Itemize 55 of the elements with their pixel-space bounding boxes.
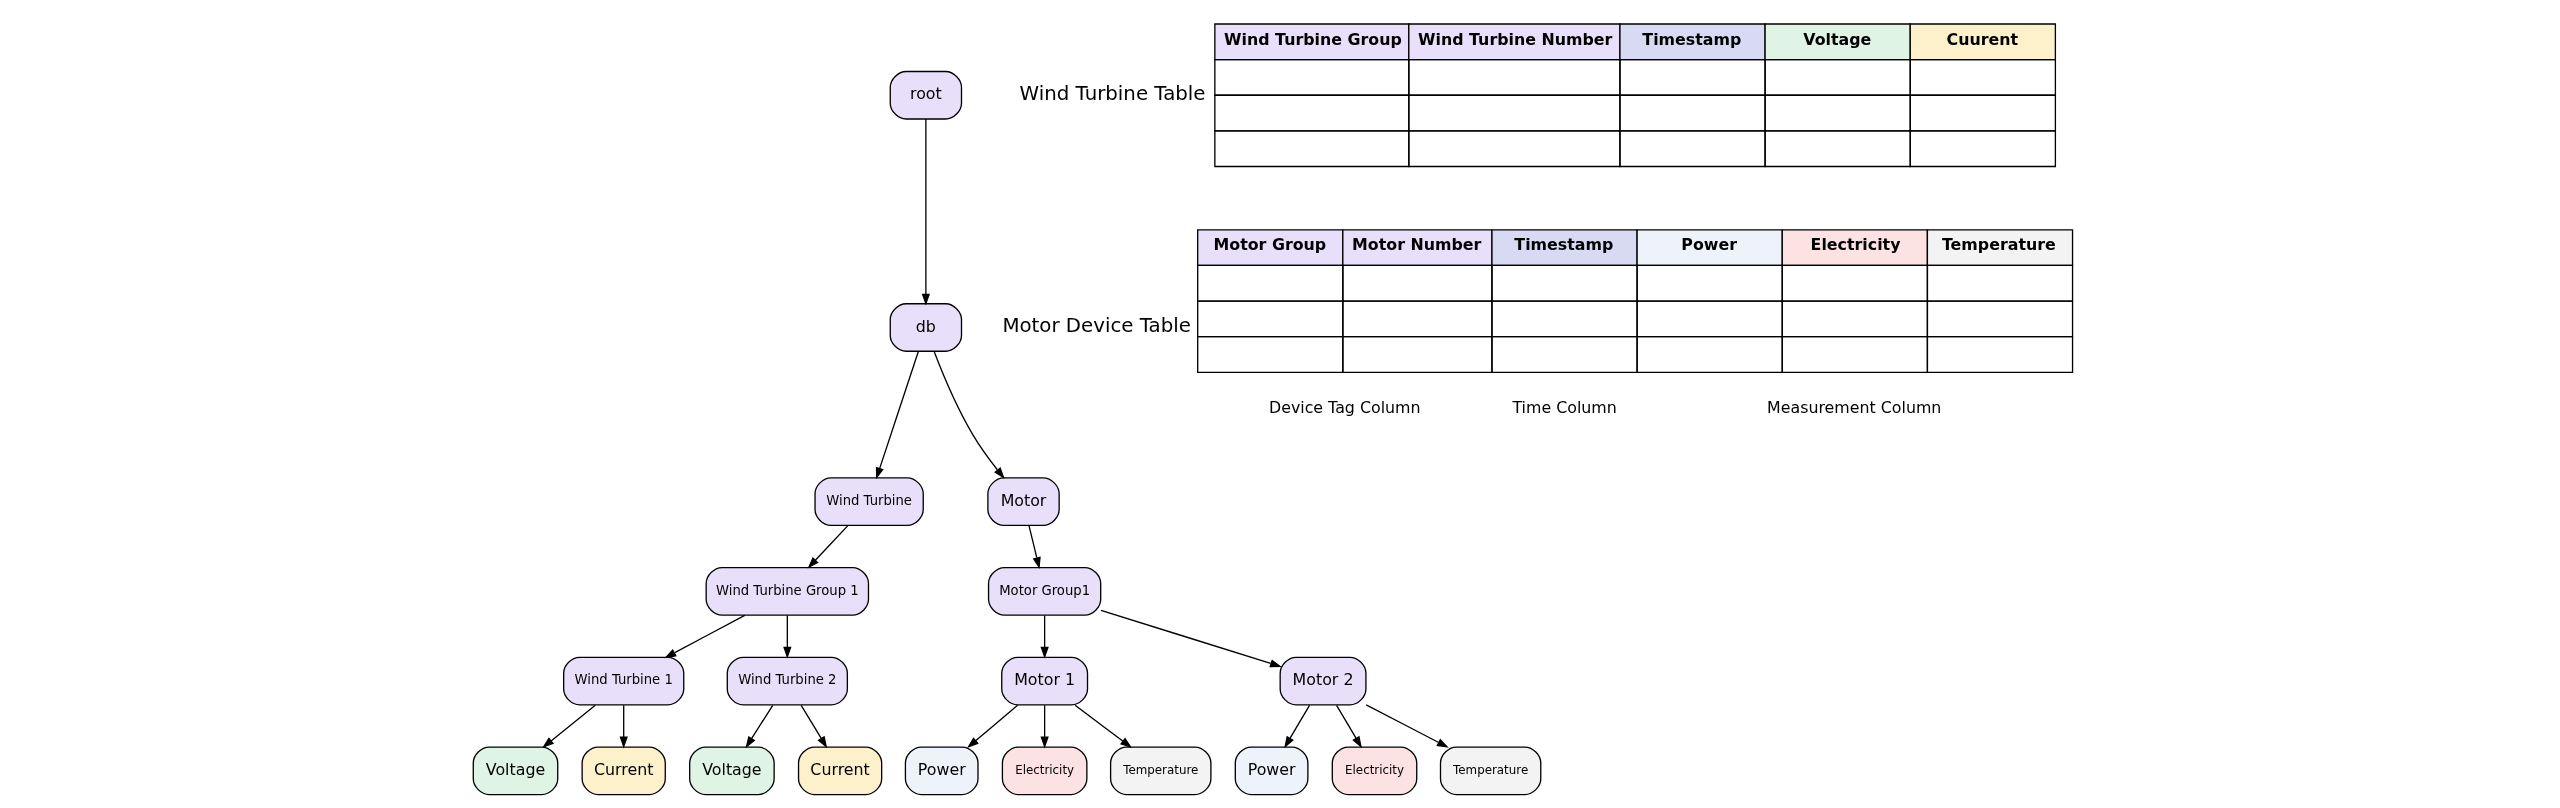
label: Timestamp	[1641, 29, 1741, 49]
arrow	[541, 704, 596, 749]
node-box: Electricity	[1001, 746, 1087, 796]
node-box: Voltage	[688, 746, 775, 796]
node-box: Temperature	[1439, 746, 1541, 796]
arrow	[1365, 704, 1449, 748]
node-box: Wind Turbine 2	[726, 656, 848, 706]
label: Wind Turbine Table	[1019, 81, 1206, 105]
label: Voltage	[1802, 29, 1871, 49]
arrow	[782, 614, 791, 659]
label: Motor Device Table	[1001, 314, 1191, 338]
arrow	[745, 704, 773, 749]
node-box: Wind Turbine Group 1	[705, 566, 869, 616]
node-box: Power	[1234, 746, 1309, 796]
node-box: Power	[904, 746, 979, 796]
label: Electricity	[1810, 235, 1900, 255]
arrow	[921, 118, 930, 306]
node-box: root	[889, 70, 962, 120]
label: Timestamp	[1513, 235, 1613, 255]
node-box: Wind Turbine 1	[562, 656, 684, 706]
node-box: Motor Group1	[987, 566, 1101, 616]
arrow	[1074, 704, 1132, 748]
arrow	[807, 525, 848, 569]
arrow	[663, 614, 745, 659]
node-box: Temperature	[1109, 746, 1212, 796]
node-box: Current	[797, 746, 882, 796]
node-box: Motor	[986, 477, 1060, 527]
arrow	[619, 704, 628, 749]
label: Motor Group	[1213, 235, 1326, 255]
arrow	[1335, 704, 1362, 749]
label: Motor Number	[1351, 235, 1481, 255]
node-box: Electricity	[1331, 746, 1417, 796]
label: Device Tag Column	[1268, 397, 1421, 417]
arrow	[1099, 609, 1282, 668]
arrow	[1027, 525, 1041, 569]
node-box: Motor 2	[1279, 656, 1367, 706]
arrow	[1039, 614, 1049, 659]
label: Cuurent	[1946, 29, 2018, 49]
node-box: Wind Turbine	[813, 477, 924, 527]
arrow	[800, 704, 827, 749]
label: Measurement Column	[1766, 397, 1941, 417]
label: Time Column	[1511, 397, 1617, 417]
node-box: db	[889, 303, 962, 352]
label: Wind Turbine Number	[1417, 29, 1612, 49]
arrow	[1283, 704, 1310, 749]
node-box: Current	[581, 746, 666, 796]
node-box: Motor 1	[1000, 656, 1088, 706]
arrow	[932, 350, 1005, 479]
label: Wind Turbine Group	[1223, 29, 1402, 49]
arrow	[875, 350, 919, 480]
node-box: Voltage	[472, 746, 558, 796]
arrow	[1039, 704, 1049, 749]
label: Temperature	[1941, 235, 2056, 255]
label: Power	[1680, 235, 1737, 255]
arrow	[966, 704, 1018, 749]
